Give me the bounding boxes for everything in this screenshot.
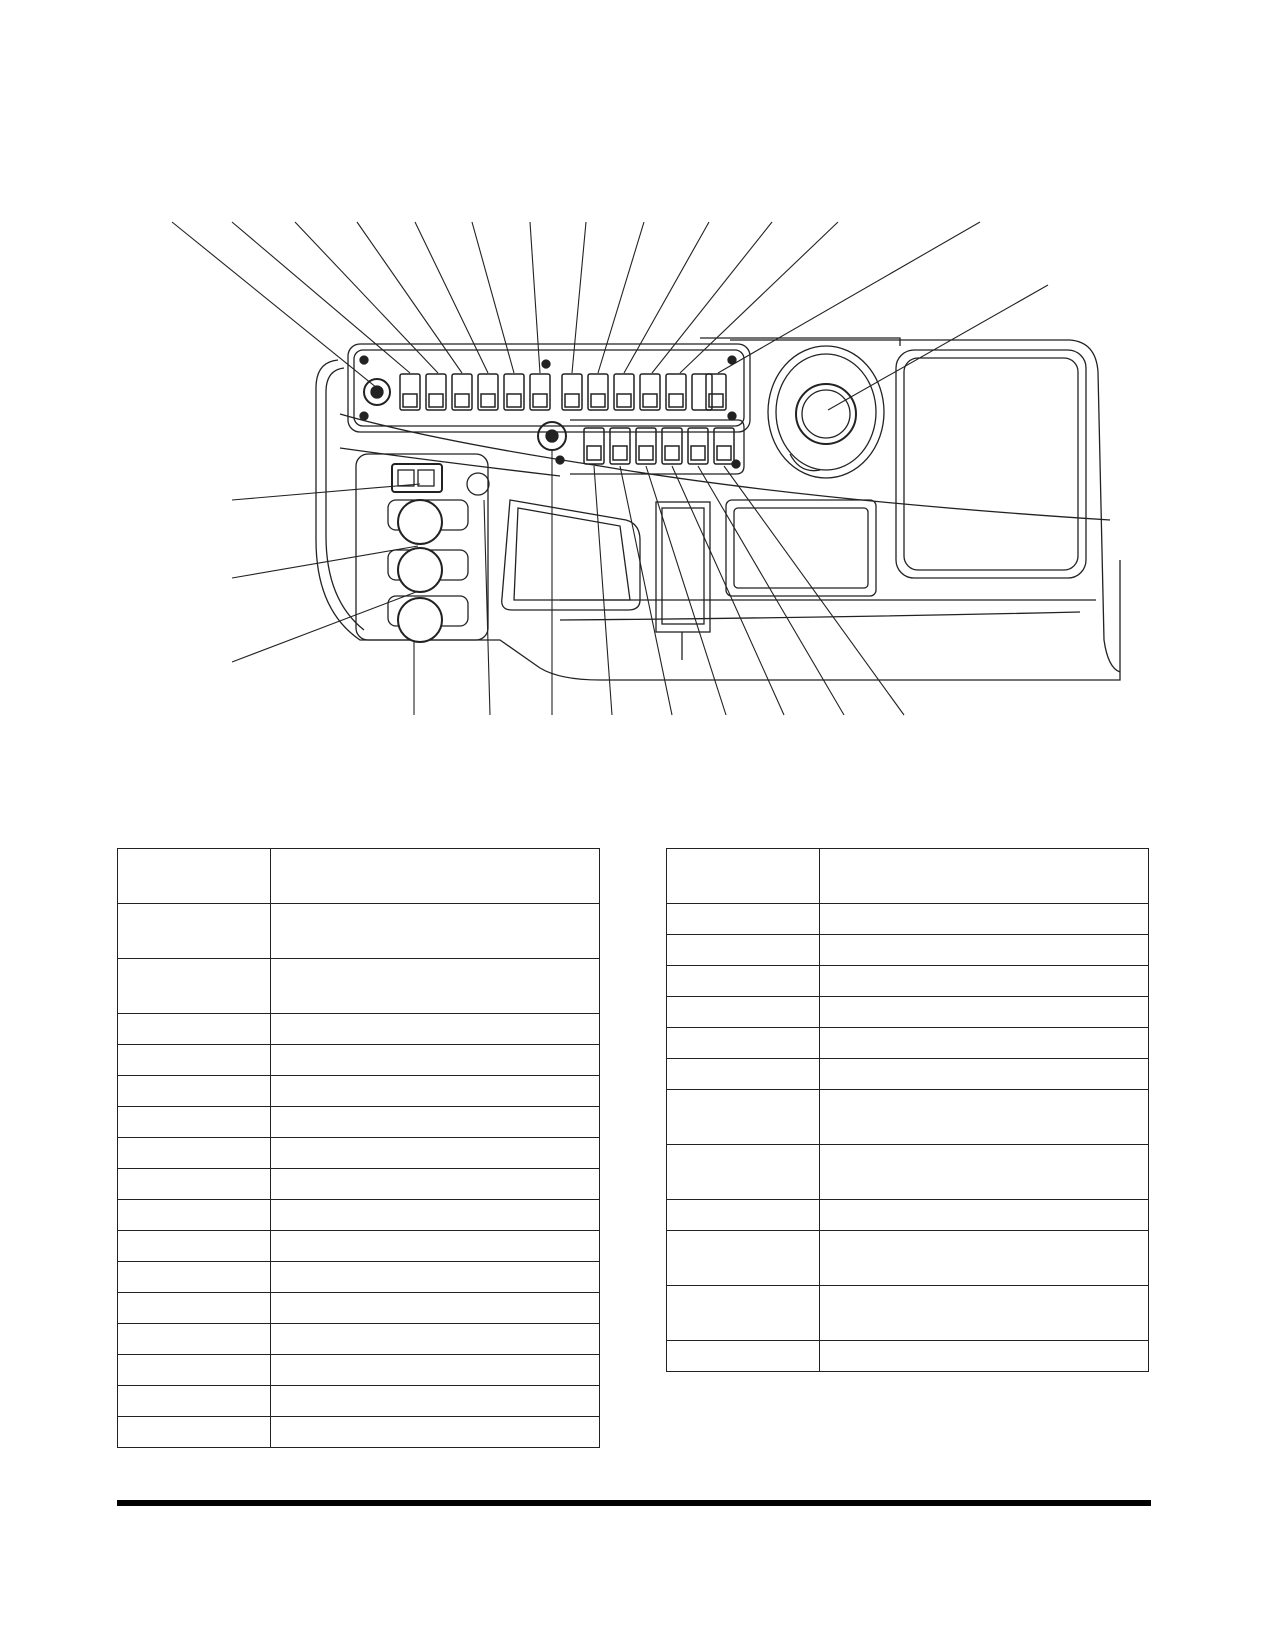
- control-panel-diagram: [171, 221, 1121, 716]
- table-row: [666, 1027, 1149, 1059]
- joystick: [767, 345, 885, 479]
- legend-table-right: [666, 848, 1149, 1372]
- table-row: [117, 1230, 600, 1262]
- knob-2: [397, 547, 443, 593]
- table-row: [117, 903, 600, 959]
- legend-table-left: [117, 848, 600, 1448]
- table-row: [666, 1340, 1149, 1372]
- table-row: [117, 1354, 600, 1386]
- table-row: [117, 1168, 600, 1200]
- table-row: [666, 1058, 1149, 1090]
- table-row: [666, 1144, 1149, 1200]
- lower-rocker-switches: [583, 427, 735, 465]
- table-row: [117, 1416, 600, 1448]
- table-row: [666, 934, 1149, 966]
- table-row: [666, 1199, 1149, 1231]
- table-row: [666, 996, 1149, 1028]
- table-row: [117, 1385, 600, 1417]
- table-row: [666, 848, 1149, 904]
- power-outlet: [537, 421, 567, 451]
- indicator-light: [466, 472, 490, 496]
- table-row: [117, 848, 600, 904]
- ignition-switch: [363, 378, 391, 406]
- table-row: [666, 1089, 1149, 1145]
- table-row: [117, 1013, 600, 1045]
- table-row: [117, 1044, 600, 1076]
- table-row: [666, 965, 1149, 997]
- right-console-pad: [895, 349, 1087, 579]
- table-row: [117, 958, 600, 1014]
- upper-switch-panel: [347, 343, 751, 433]
- table-row: [117, 1199, 600, 1231]
- table-row: [117, 1106, 600, 1138]
- table-row: [117, 1261, 600, 1293]
- table-row: [666, 1285, 1149, 1341]
- table-row: [117, 1292, 600, 1324]
- knob-1: [397, 499, 443, 545]
- table-row: [117, 1323, 600, 1355]
- table-row: [117, 1137, 600, 1169]
- upper-rocker-switches: [399, 373, 727, 411]
- callout-leaders-top: [171, 221, 1049, 411]
- knob-panel: [355, 453, 490, 643]
- table-row: [666, 903, 1149, 935]
- console-housing: [315, 337, 1121, 681]
- table-row: [666, 1230, 1149, 1286]
- footer-rule: [117, 1500, 1151, 1506]
- table-row: [117, 1075, 600, 1107]
- knob-3: [397, 597, 443, 643]
- center-recesses: [501, 499, 877, 660]
